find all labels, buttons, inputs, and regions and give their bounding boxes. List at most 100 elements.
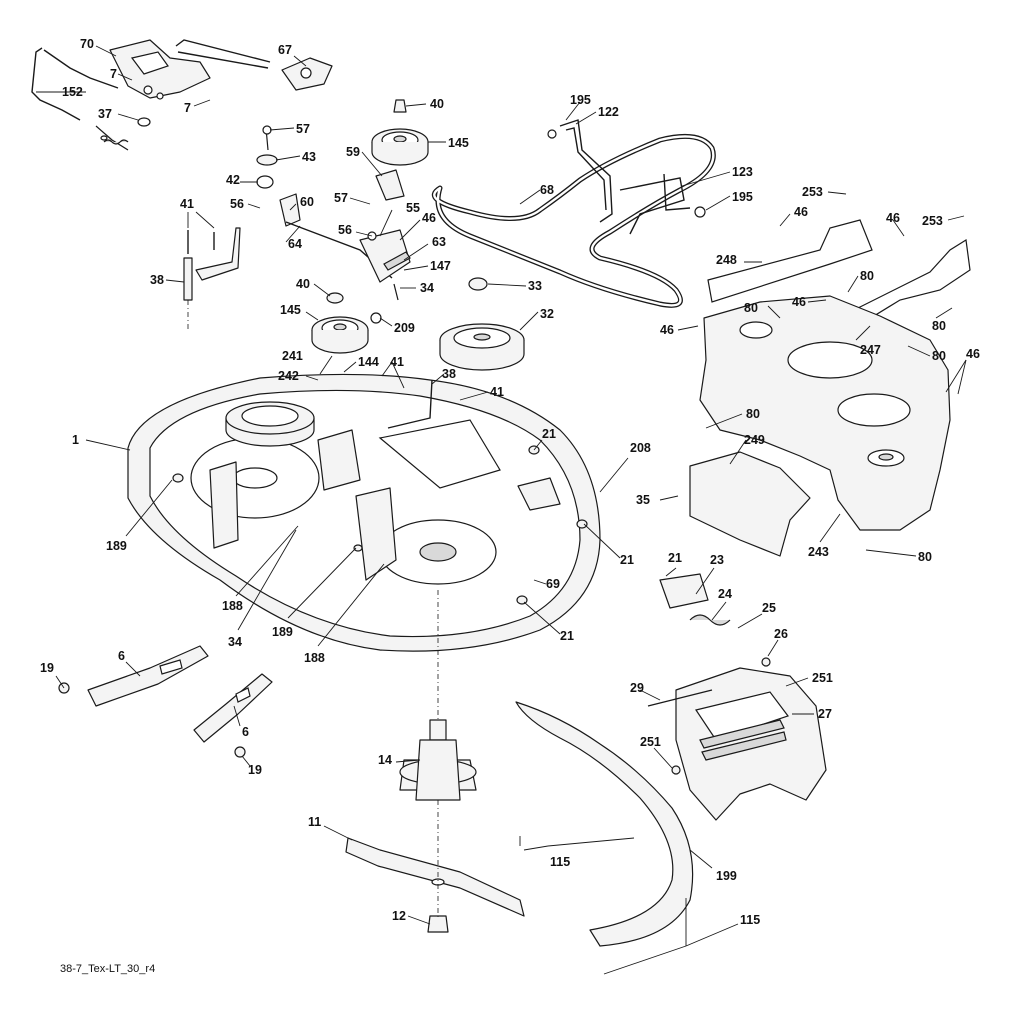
callout: 253 xyxy=(802,185,823,199)
callout: 195 xyxy=(732,190,753,204)
callout: 38 xyxy=(150,273,164,287)
callout: 55 xyxy=(406,201,420,215)
callout: 43 xyxy=(302,150,316,164)
callout: 38 xyxy=(442,367,456,381)
callout: 41 xyxy=(490,385,504,399)
callout: 46 xyxy=(660,323,674,337)
callout: 70 xyxy=(80,37,94,51)
callout: 189 xyxy=(272,625,293,639)
drawing-code: 38-7_Tex-LT_30_r4 xyxy=(60,963,155,975)
callout: 115 xyxy=(550,855,570,869)
callout: 195 xyxy=(570,93,591,107)
callout: 56 xyxy=(230,197,244,211)
callout: 40 xyxy=(296,277,310,291)
callout: 80 xyxy=(860,269,874,283)
callout: 46 xyxy=(966,347,980,361)
callout: 46 xyxy=(794,205,808,219)
callout: 19 xyxy=(248,763,262,777)
callout: 145 xyxy=(448,136,469,150)
callout: 241 xyxy=(282,349,303,363)
callout: 209 xyxy=(394,321,415,335)
callout: 189 xyxy=(106,539,127,553)
callout: 33 xyxy=(528,279,542,293)
callout: 23 xyxy=(710,553,724,567)
callout: 64 xyxy=(288,237,302,251)
callout: 249 xyxy=(744,433,765,447)
callout: 188 xyxy=(304,651,325,665)
support-bracket-left xyxy=(183,227,241,330)
center-pulley xyxy=(439,277,525,371)
callout: 34 xyxy=(228,635,242,649)
callout: 251 xyxy=(640,735,661,749)
callout: 123 xyxy=(732,165,753,179)
callout: 57 xyxy=(334,191,348,205)
callout: 253 xyxy=(922,214,943,228)
callout: 80 xyxy=(932,349,946,363)
callout: 35 xyxy=(636,493,650,507)
callout: 21 xyxy=(542,427,556,441)
callout: 19 xyxy=(40,661,54,675)
callout: 42 xyxy=(226,173,240,187)
callout: 41 xyxy=(180,197,194,211)
callout: 46 xyxy=(422,211,436,225)
callout: 7 xyxy=(110,67,117,81)
callout: 69 xyxy=(546,577,560,591)
callout: 34 xyxy=(420,281,434,295)
callout: 46 xyxy=(792,295,806,309)
lift-links xyxy=(58,645,273,758)
callout: 57 xyxy=(296,122,310,136)
callout: 80 xyxy=(918,550,932,564)
leader-lines xyxy=(36,45,967,975)
lift-bracket-assembly xyxy=(31,39,333,151)
callout: 14 xyxy=(378,753,392,767)
callout: 40 xyxy=(430,97,444,111)
callout: 24 xyxy=(718,587,732,601)
belt-guide-rods xyxy=(547,119,706,235)
callout: 41 xyxy=(390,355,404,369)
callout: 11 xyxy=(308,815,321,829)
callout: 243 xyxy=(808,545,829,559)
callout: 208 xyxy=(630,441,651,455)
callout: 80 xyxy=(746,407,760,421)
callout: 199 xyxy=(716,869,737,883)
callout: 251 xyxy=(812,671,833,685)
callout: 152 xyxy=(62,85,83,99)
idler-arm-assembly xyxy=(256,99,429,354)
callout: 144 xyxy=(358,355,379,369)
callout: 115 xyxy=(740,913,760,927)
callout: 7 xyxy=(184,101,191,115)
callout: 37 xyxy=(98,107,112,121)
spindle-blade-assembly xyxy=(345,719,525,933)
callout: 26 xyxy=(774,627,788,641)
callout: 145 xyxy=(280,303,301,317)
callout: 21 xyxy=(668,551,682,565)
callout-labels: 70 7 7 152 37 67 40 145 57 43 59 42 60 5… xyxy=(40,37,980,927)
callout: 1 xyxy=(72,433,79,447)
callout: 21 xyxy=(620,553,634,567)
callout: 63 xyxy=(432,235,446,249)
callout: 29 xyxy=(630,681,644,695)
callout: 248 xyxy=(716,253,737,267)
callout: 12 xyxy=(392,909,406,923)
callout: 25 xyxy=(762,601,776,615)
callout: 6 xyxy=(242,725,249,739)
callout: 67 xyxy=(278,43,292,57)
callout: 242 xyxy=(278,369,299,383)
callout: 80 xyxy=(744,301,758,315)
callout: 188 xyxy=(222,599,243,613)
callout: 80 xyxy=(932,319,946,333)
belt-covers-assembly xyxy=(689,219,971,557)
drive-belt xyxy=(431,133,716,308)
mower-deck xyxy=(127,373,601,720)
callout: 27 xyxy=(818,707,832,721)
discharge-chute xyxy=(515,573,827,947)
callout: 147 xyxy=(430,259,451,273)
callout: 46 xyxy=(886,211,900,225)
callout: 247 xyxy=(860,343,881,357)
callout: 32 xyxy=(540,307,554,321)
callout: 60 xyxy=(300,195,314,209)
callout: 59 xyxy=(346,145,360,159)
callout: 56 xyxy=(338,223,352,237)
callout: 122 xyxy=(598,105,619,119)
